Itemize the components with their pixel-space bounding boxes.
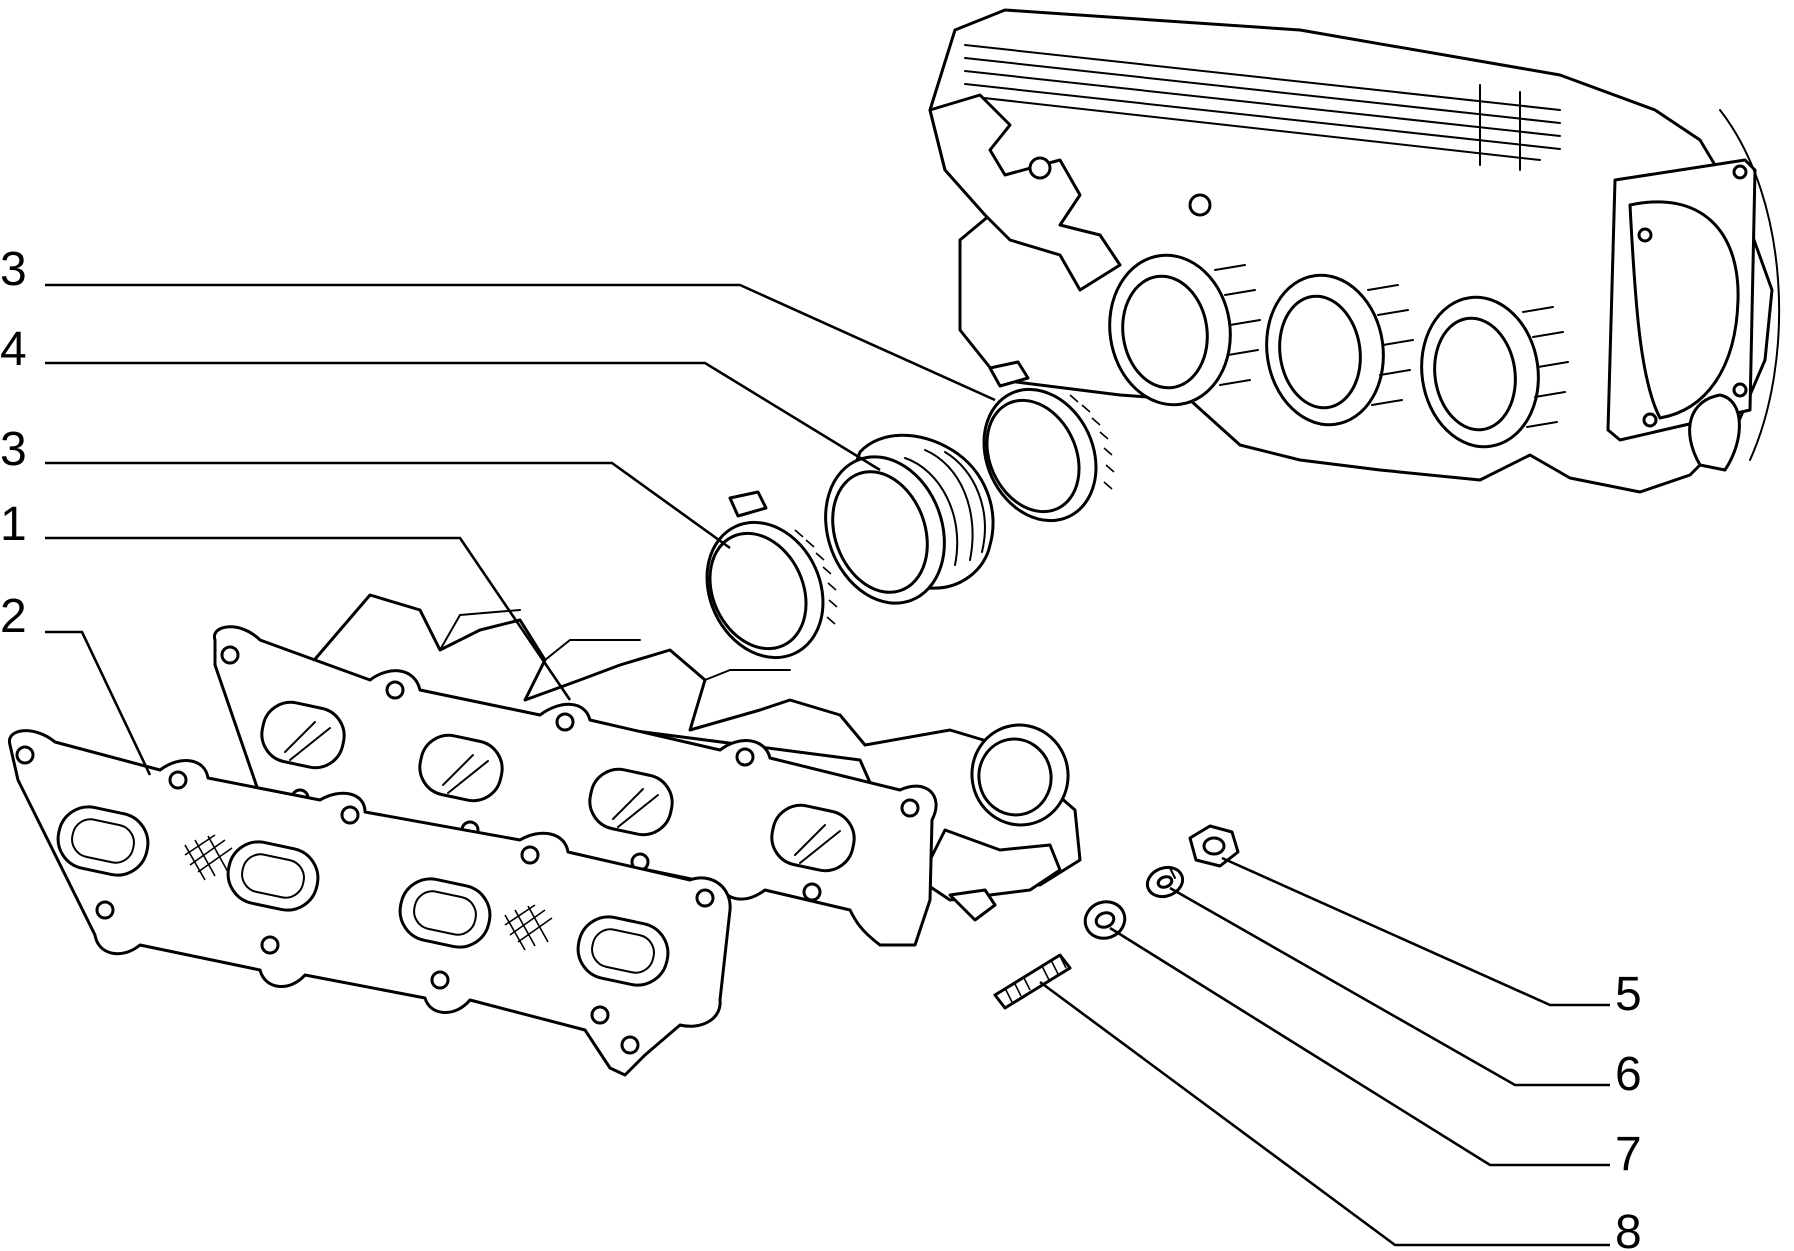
- callout-6: 6: [1615, 1048, 1642, 1101]
- rubber-sleeve: [824, 433, 995, 605]
- leader-lines: [45, 283, 1610, 1247]
- callout-8: 8: [1615, 1206, 1642, 1251]
- flat-washer: [1083, 900, 1127, 940]
- exhaust-manifold: [213, 593, 1082, 947]
- callout-3-lower: 3: [0, 423, 27, 476]
- hose-clamp-lower: [705, 490, 838, 660]
- callout-2: 2: [0, 590, 27, 643]
- nut: [1188, 824, 1240, 868]
- manifold-gasket: [8, 729, 732, 1077]
- intake-runner-2: [1265, 273, 1414, 427]
- callout-4: 4: [0, 323, 27, 376]
- stud-bolt: [993, 953, 1072, 1010]
- callout-7: 7: [1615, 1128, 1642, 1181]
- callout-1: 1: [0, 498, 27, 551]
- hose-clamp-upper: [982, 360, 1115, 523]
- spring-washer: [1145, 865, 1185, 899]
- intake-runner-1: [1108, 253, 1261, 407]
- callouts: 3 4 3 1 2 5 6 7 8: [0, 243, 1642, 1251]
- callout-5: 5: [1615, 968, 1642, 1021]
- intake-manifold: [928, 8, 1781, 494]
- callout-3-upper: 3: [0, 243, 27, 296]
- intake-runner-3: [1420, 295, 1569, 449]
